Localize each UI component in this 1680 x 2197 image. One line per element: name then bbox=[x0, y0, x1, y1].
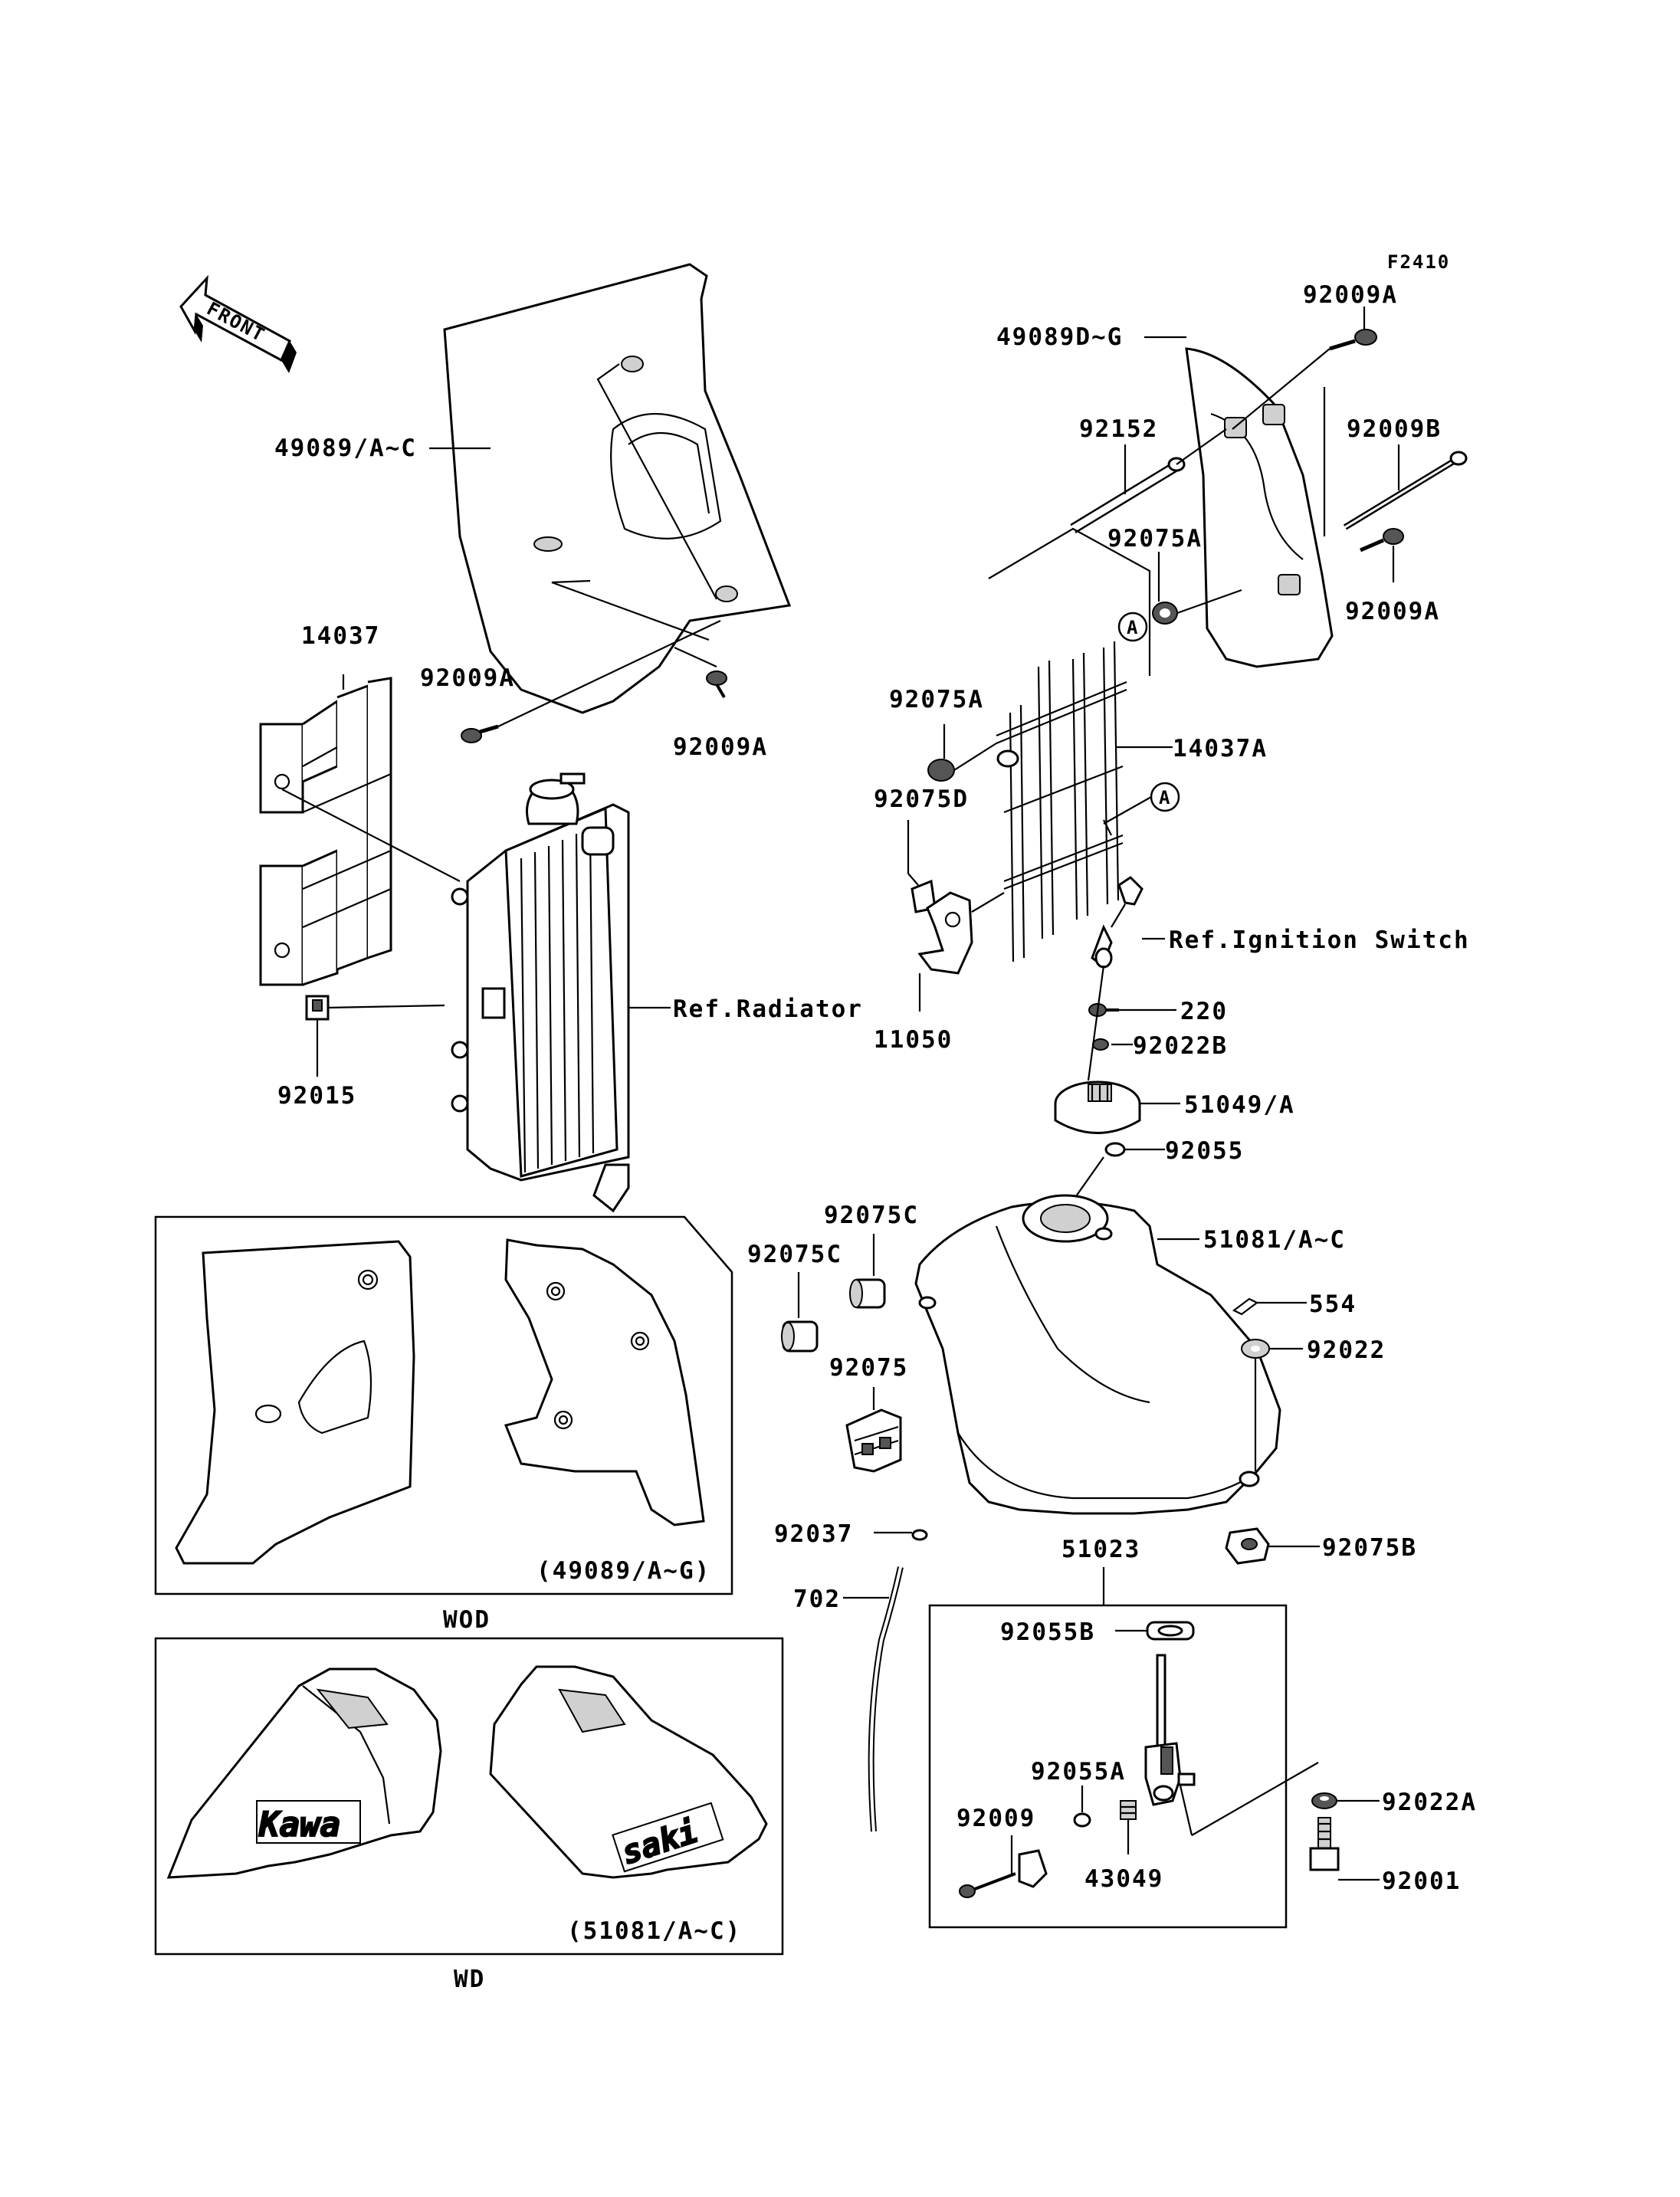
callout-a-upper: A bbox=[1117, 612, 1148, 642]
label-92055: 92055 bbox=[1165, 1137, 1244, 1165]
strap-92075 bbox=[845, 1408, 902, 1473]
label-702: 702 bbox=[793, 1585, 841, 1613]
label-ref-ignition-switch: Ref.Ignition Switch bbox=[1169, 926, 1470, 954]
label-51023: 51023 bbox=[1061, 1536, 1140, 1563]
label-51049-a: 51049/A bbox=[1184, 1091, 1295, 1119]
label-92022a: 92022A bbox=[1382, 1789, 1477, 1816]
washer-92022a bbox=[1311, 1792, 1337, 1809]
label-51081-a-c: 51081/A~C bbox=[1203, 1226, 1346, 1254]
label-ref-radiator: Ref.Radiator bbox=[673, 995, 863, 1023]
bolt-92001 bbox=[1309, 1817, 1340, 1871]
label-43049: 43049 bbox=[1084, 1865, 1163, 1893]
bushing-92075b bbox=[1225, 1527, 1270, 1565]
label-92037: 92037 bbox=[774, 1520, 853, 1548]
label-92075d: 92075D bbox=[874, 785, 969, 813]
label-554: 554 bbox=[1309, 1290, 1357, 1318]
screw-220 bbox=[1088, 1003, 1119, 1017]
decal-left-text: Kawa bbox=[258, 1805, 340, 1844]
oring-92055a bbox=[1073, 1812, 1091, 1828]
filter-43049 bbox=[1120, 1800, 1137, 1820]
front-arrow-icon: FRONT bbox=[179, 274, 297, 373]
inset-wod-title: WOD bbox=[443, 1606, 491, 1634]
fuel-tank bbox=[914, 1194, 1281, 1515]
label-92009: 92009 bbox=[956, 1805, 1035, 1832]
label-92001: 92001 bbox=[1382, 1867, 1461, 1895]
inset-wd: Kawa saki (51081/A~C) bbox=[154, 1637, 784, 1956]
gasket-92055b bbox=[1146, 1621, 1195, 1641]
label-49089-a-c: 49089/A~C bbox=[274, 434, 417, 462]
rubber-92075c-right bbox=[849, 1278, 886, 1309]
label-92055b: 92055B bbox=[1000, 1618, 1095, 1646]
part-554 bbox=[1232, 1297, 1259, 1316]
label-92015: 92015 bbox=[277, 1082, 356, 1110]
radiator-shroud-left bbox=[443, 263, 792, 714]
label-92075c-right: 92075C bbox=[824, 1202, 919, 1229]
inset-wod: (49089/A~G) bbox=[154, 1215, 733, 1595]
label-92075a-lower: 92075A bbox=[889, 686, 984, 713]
grommet-92075a-lower bbox=[927, 759, 955, 782]
clip-92015 bbox=[305, 995, 330, 1021]
radiator-fins bbox=[520, 827, 595, 1173]
washer-92022b bbox=[1092, 1038, 1109, 1051]
inset-wd-title: WD bbox=[454, 1966, 485, 1993]
rubber-92075c-left bbox=[781, 1320, 819, 1353]
bracket-92075d bbox=[911, 879, 973, 975]
grommet-92075a-upper bbox=[1152, 602, 1178, 625]
label-92022b: 92022B bbox=[1133, 1032, 1228, 1060]
bolt-92009a-left bbox=[461, 724, 499, 743]
inset-wd-caption: (51081/A~C) bbox=[567, 1917, 741, 1945]
fuel-cock bbox=[1144, 1654, 1196, 1806]
figure-code: F2410 bbox=[1387, 251, 1450, 273]
label-49089d-g: 49089D~G bbox=[996, 323, 1123, 351]
label-92152: 92152 bbox=[1079, 415, 1158, 443]
radiator-guard-left bbox=[259, 677, 392, 986]
bolt-92009b bbox=[1343, 451, 1468, 530]
label-92075c-left: 92075C bbox=[747, 1241, 842, 1268]
label-92009a-left: 92009A bbox=[420, 664, 515, 692]
label-92009a-top: 92009A bbox=[1303, 281, 1398, 309]
radiator-guard-right-rods bbox=[996, 641, 1127, 962]
breather-hose-702 bbox=[868, 1566, 904, 1832]
label-92075a-upper: 92075A bbox=[1107, 525, 1203, 553]
ignition-key-icon bbox=[1091, 876, 1144, 969]
label-11050: 11050 bbox=[874, 1026, 953, 1054]
callout-a-lower: A bbox=[1150, 782, 1180, 812]
label-92055a: 92055A bbox=[1031, 1758, 1126, 1785]
fuel-cock-box bbox=[928, 1604, 1288, 1929]
callout-a-upper-label: A bbox=[1127, 617, 1139, 638]
bolt-92009a-top bbox=[1329, 329, 1377, 351]
oring-92055 bbox=[1104, 1142, 1126, 1157]
washer-92022 bbox=[1241, 1339, 1270, 1359]
label-220: 220 bbox=[1180, 998, 1228, 1025]
clip-92037 bbox=[911, 1529, 928, 1541]
label-14037a: 14037A bbox=[1173, 735, 1268, 762]
radiator bbox=[451, 772, 630, 1213]
bolt-92009-cock bbox=[959, 1849, 1048, 1898]
pin-92152 bbox=[1070, 457, 1186, 533]
label-92009a-right: 92009A bbox=[1345, 598, 1440, 625]
label-92075: 92075 bbox=[829, 1354, 908, 1382]
radiator-shroud-right bbox=[1185, 347, 1334, 668]
bolt-92009a-center bbox=[706, 671, 727, 699]
label-14037: 14037 bbox=[301, 622, 380, 650]
label-92009a-center: 92009A bbox=[673, 733, 768, 761]
label-92075b: 92075B bbox=[1322, 1534, 1417, 1562]
fuel-cap-51049 bbox=[1054, 1080, 1141, 1134]
callout-a-lower-label: A bbox=[1159, 787, 1171, 808]
label-92009b: 92009B bbox=[1347, 415, 1442, 443]
bolt-92009a-right bbox=[1360, 528, 1404, 553]
inset-wod-caption: (49089/A~G) bbox=[536, 1557, 710, 1585]
label-92022: 92022 bbox=[1307, 1336, 1386, 1364]
